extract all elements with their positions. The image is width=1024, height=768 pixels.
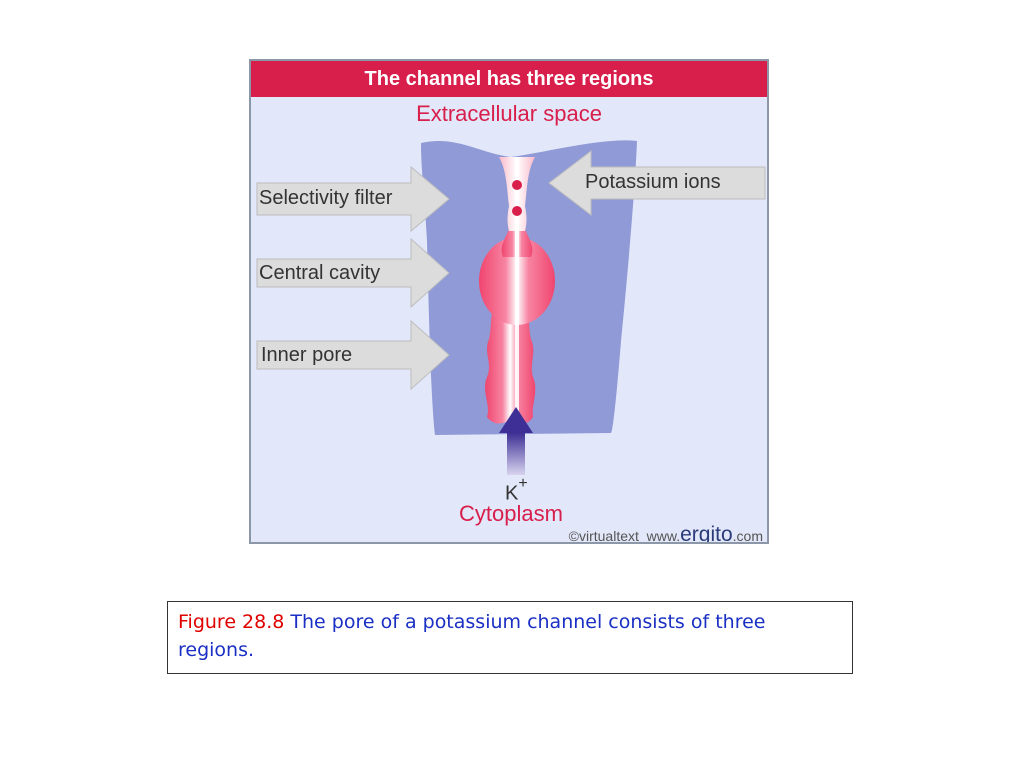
caption-text: The pore of a potassium channel consists… <box>178 611 766 661</box>
k-ion-symbol: K <box>505 482 519 505</box>
figure-panel: The channel has three regions Extracellu… <box>249 59 769 544</box>
central-cavity-arrow <box>256 237 450 309</box>
potassium-ion <box>512 206 522 216</box>
potassium-channel-diagram <box>256 140 766 475</box>
figure-caption: Figure 28.8 The pore of a potassium chan… <box>167 601 853 674</box>
selectivity-filter-arrow <box>256 165 450 233</box>
credit-brand: ergito <box>680 523 733 544</box>
credit-tld: .com <box>732 528 763 544</box>
inner-pore-arrow <box>256 319 450 391</box>
credit-line: ©virtualtext www.ergito.com <box>568 523 763 544</box>
cytoplasm-label: Cytoplasm <box>459 501 563 526</box>
k-ion-arrow <box>499 407 533 475</box>
figure-title: The channel has three regions <box>251 61 767 97</box>
potassium-ions-arrow <box>548 149 766 217</box>
caption-figure-number: Figure 28.8 <box>178 611 285 633</box>
selectivity-filter-label: Selectivity filter <box>259 187 393 209</box>
k-ion-label: K+ <box>505 475 528 506</box>
central-cavity-label: Central cavity <box>259 262 381 284</box>
credit-copyright: ©virtualtext <box>568 528 639 544</box>
potassium-ions-label: Potassium ions <box>585 171 721 193</box>
credit-www: www. <box>646 528 681 544</box>
potassium-ion <box>512 180 522 190</box>
k-ion-charge: + <box>518 475 528 492</box>
inner-pore-label: Inner pore <box>261 344 353 366</box>
extracellular-space-label: Extracellular space <box>416 101 602 126</box>
